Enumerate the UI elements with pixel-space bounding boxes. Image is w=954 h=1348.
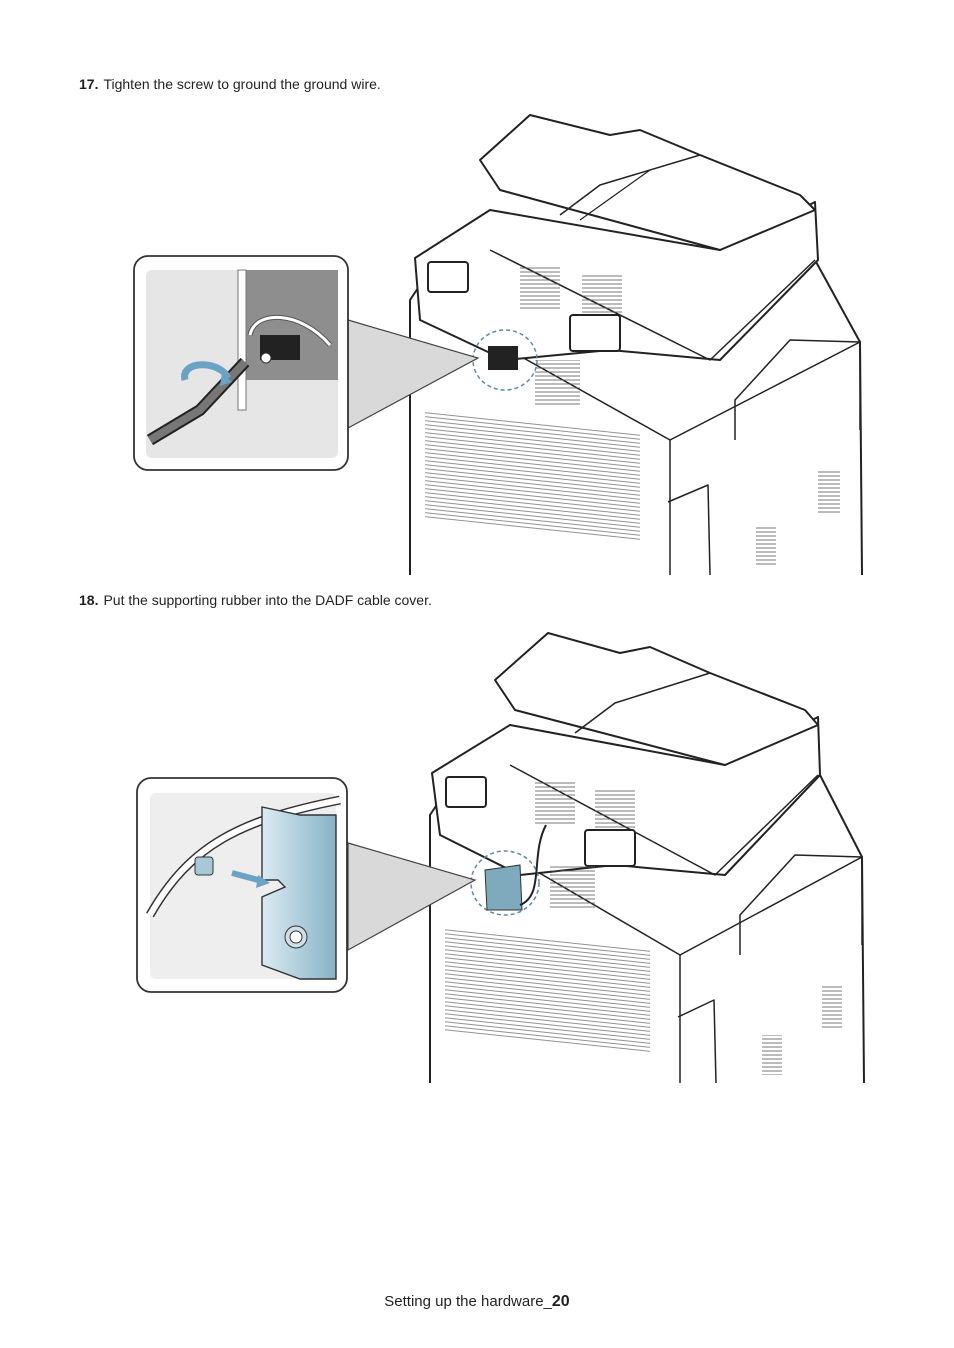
highlight-circle bbox=[470, 850, 540, 916]
step-17: 17.Tighten the screw to ground the groun… bbox=[79, 76, 381, 92]
rubber-cable-cover-illustration bbox=[0, 625, 954, 1090]
vent-grilles bbox=[445, 780, 842, 1075]
step-18: 18.Put the supporting rubber into the DA… bbox=[79, 592, 432, 608]
inset-detail bbox=[136, 777, 348, 993]
step-number: 17. bbox=[79, 76, 99, 92]
page-number: 20 bbox=[551, 1293, 570, 1310]
step-text: Put the supporting rubber into the DADF … bbox=[103, 592, 432, 608]
footer-section-title: Setting up the hardware_ bbox=[384, 1293, 552, 1310]
page-footer: Setting up the hardware_20 bbox=[0, 1293, 954, 1311]
step-number: 18. bbox=[79, 592, 99, 608]
ground-screw-illustration bbox=[0, 110, 954, 580]
vent-grilles bbox=[425, 265, 840, 565]
step-text: Tighten the screw to ground the ground w… bbox=[103, 76, 381, 92]
highlight-circle bbox=[472, 329, 538, 391]
inset-detail bbox=[133, 255, 349, 471]
